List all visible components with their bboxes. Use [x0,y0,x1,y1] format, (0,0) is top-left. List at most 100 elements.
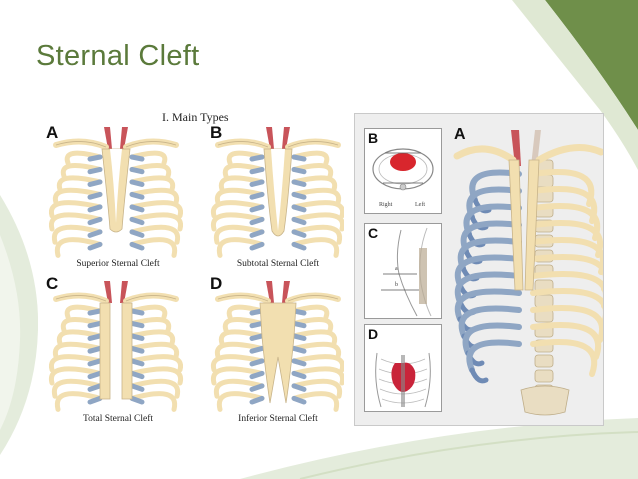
costal-cartilage [129,395,145,405]
rib [291,354,344,373]
rib [129,304,168,320]
rib [129,187,180,206]
sternal-half-left [508,159,524,291]
costal-cartilage [249,320,265,329]
costal-cartilage [291,204,307,213]
caption-subtotal: Subtotal Sternal Cleft [236,259,320,269]
rib [129,354,184,373]
panel-letter-b: B [210,123,223,142]
costal-cartilage [462,322,522,356]
clavicle [535,144,603,164]
rib [52,187,103,206]
thorax-with-heart [375,352,431,408]
rib [218,175,265,192]
costal-cartilage [87,395,103,405]
rib [291,200,344,219]
rib [291,329,338,346]
rib [210,200,265,219]
rib [129,224,181,245]
vertebra [534,369,554,383]
rib [48,200,103,219]
rib [60,163,103,179]
costal-cartilage [249,333,265,341]
rib [291,212,344,232]
costal-cartilage [87,320,103,329]
pelvis-vertebra [520,385,570,416]
sternal-half-right [121,302,133,400]
rib [222,163,265,179]
rib [291,150,330,166]
costal-cartilage [291,229,307,238]
costal-cartilage [129,333,145,341]
rib [291,378,343,399]
costal-cartilage [129,383,145,392]
costal-cartilage [249,229,265,238]
lateral-chest-profile [381,227,432,317]
vessel [282,281,290,303]
rib [129,212,184,232]
sternum [259,302,297,404]
costal-cartilage [291,241,307,251]
vessel [266,281,274,303]
rib-cage-total [48,281,184,412]
costal-cartilage [249,345,265,354]
costal-cartilage [87,345,103,354]
vessel [266,127,274,149]
rib [51,378,103,399]
detailed-rib-cage-illustration [453,130,603,416]
rib [129,317,172,333]
label-b: b [395,282,398,288]
rib [291,237,340,258]
rib [48,366,103,386]
rib [210,366,265,386]
costal-cartilage [291,320,307,329]
costal-cartilage [249,370,265,380]
rib [291,224,343,245]
costal-cartilage [129,204,145,213]
costal-cartilage [457,237,522,271]
sternal-cleft-detail-figure: B Right Left C a b [354,113,604,426]
costal-cartilage [458,305,522,339]
label-a: a [395,266,398,272]
vessel [282,127,290,149]
panel-letter-c: C [46,274,59,293]
costal-cartilage [249,166,265,175]
rib [56,329,103,346]
inset-letter-d: D [368,326,379,342]
rib [530,254,603,292]
costal-cartilage [129,320,145,329]
rib [48,354,103,373]
costal-cartilage [249,395,265,405]
vessel [511,130,521,166]
clavicle [453,145,517,164]
costal-cartilage [87,333,103,341]
rib [52,341,103,360]
inset-b: B Right Left [364,128,442,214]
costal-cartilage [87,358,103,367]
rib-cage-subtotal [210,127,344,258]
costal-cartilage [291,383,307,392]
clavicle-outline [217,295,269,302]
rib [291,317,334,333]
rib [129,391,178,412]
rib-cage-superior [48,127,184,258]
bottom-swoosh [240,418,638,479]
costal-cartilage [249,241,265,251]
rib [530,322,602,360]
rib [291,304,330,320]
costal-cartilage [454,271,522,305]
sternal-half-right [524,159,540,291]
costal-cartilage [129,229,145,238]
rib [129,150,168,166]
rib-end [469,367,489,384]
costal-cartilage [87,383,103,392]
rib [129,200,184,219]
costal-cartilage [129,166,145,175]
rib [291,187,342,206]
rib [54,237,103,258]
vessel [531,130,541,166]
clavicle-outline [287,295,339,302]
vessel [104,127,112,149]
rib-cage-inferior [210,281,344,412]
inset-letter-b: B [368,130,379,146]
